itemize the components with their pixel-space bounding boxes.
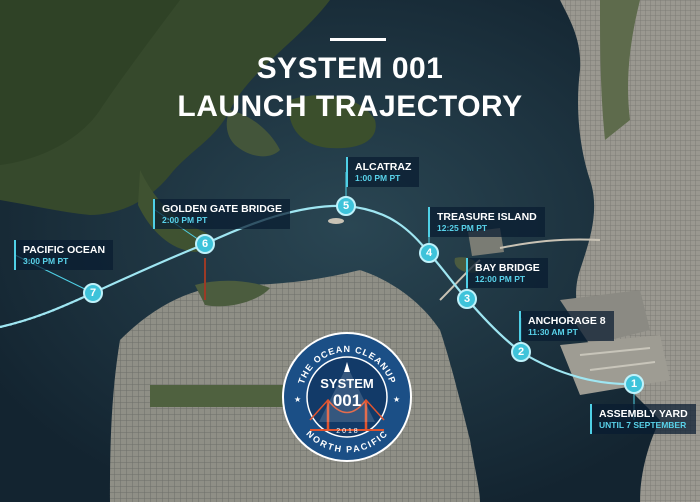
title-line-2: LAUNCH TRAJECTORY: [177, 90, 523, 123]
golden-gate-park: [150, 385, 300, 407]
badge-rocket-icon: [344, 362, 350, 372]
stop-label-assembly-yard: ASSEMBLY YARD UNTIL 7 SEPTEMBER: [590, 404, 696, 434]
star-icon: ★: [294, 395, 301, 404]
stop-name: GOLDEN GATE BRIDGE: [162, 203, 282, 215]
badge-name-line2: 001: [333, 391, 361, 410]
route-node-1[interactable]: 1: [624, 374, 644, 394]
stop-name: ALCATRAZ: [355, 161, 412, 173]
sausalito-shore: [138, 170, 213, 252]
bay-bridge: [499, 238, 601, 249]
stop-label-golden-gate-bridge: GOLDEN GATE BRIDGE 2:00 PM PT: [153, 199, 290, 229]
route-node-3[interactable]: 3: [457, 289, 477, 309]
stop-time: 3:00 PM PT: [23, 256, 69, 266]
stop-name: BAY BRIDGE: [475, 262, 540, 274]
stop-time: 11:30 AM PT: [528, 327, 578, 337]
stop-name: PACIFIC OCEAN: [23, 244, 106, 256]
angel-island: [289, 95, 376, 149]
stop-time: 12:25 PM PT: [437, 223, 488, 233]
route-node-7[interactable]: 7: [83, 283, 103, 303]
stop-name: ANCHORAGE 8: [528, 315, 606, 327]
route-node-6[interactable]: 6: [195, 234, 215, 254]
stop-time: 12:00 PM PT: [475, 274, 526, 284]
title-rule: [330, 38, 386, 41]
badge-name-line1: SYSTEM: [320, 376, 373, 391]
stop-label-anchorage-8: ANCHORAGE 8 11:30 AM PT: [519, 311, 614, 341]
star-icon: ★: [393, 395, 400, 404]
badge-year: 2 0 1 8: [336, 428, 358, 435]
stop-label-pacific-ocean: PACIFIC OCEAN 3:00 PM PT: [14, 240, 114, 270]
route-node-5[interactable]: 5: [336, 196, 356, 216]
stop-time: UNTIL 7 SEPTEMBER: [599, 420, 687, 430]
route-node-4[interactable]: 4: [419, 243, 439, 263]
stop-label-alcatraz: ALCATRAZ 1:00 PM PT: [346, 157, 420, 187]
alcatraz-island: [328, 218, 344, 224]
badge-bridge-towers: [326, 400, 368, 430]
stop-time: 1:00 PM PT: [355, 173, 401, 183]
ocean-cleanup-badge: THE OCEAN CLEANUP NORTH PACIFIC ★ ★ SYST…: [282, 332, 412, 462]
stop-name: ASSEMBLY YARD: [599, 408, 688, 420]
stop-name: TREASURE ISLAND: [437, 211, 537, 223]
badge-bridge-cables: [309, 398, 385, 421]
stop-label-bay-bridge: BAY BRIDGE 12:00 PM PT: [466, 258, 548, 288]
presidio: [195, 280, 270, 307]
stop-label-treasure-island: TREASURE ISLAND 12:25 PM PT: [428, 207, 545, 237]
title-line-1: SYSTEM 001: [256, 52, 444, 85]
stop-time: 2:00 PM PT: [162, 215, 208, 225]
route-node-2[interactable]: 2: [511, 342, 531, 362]
